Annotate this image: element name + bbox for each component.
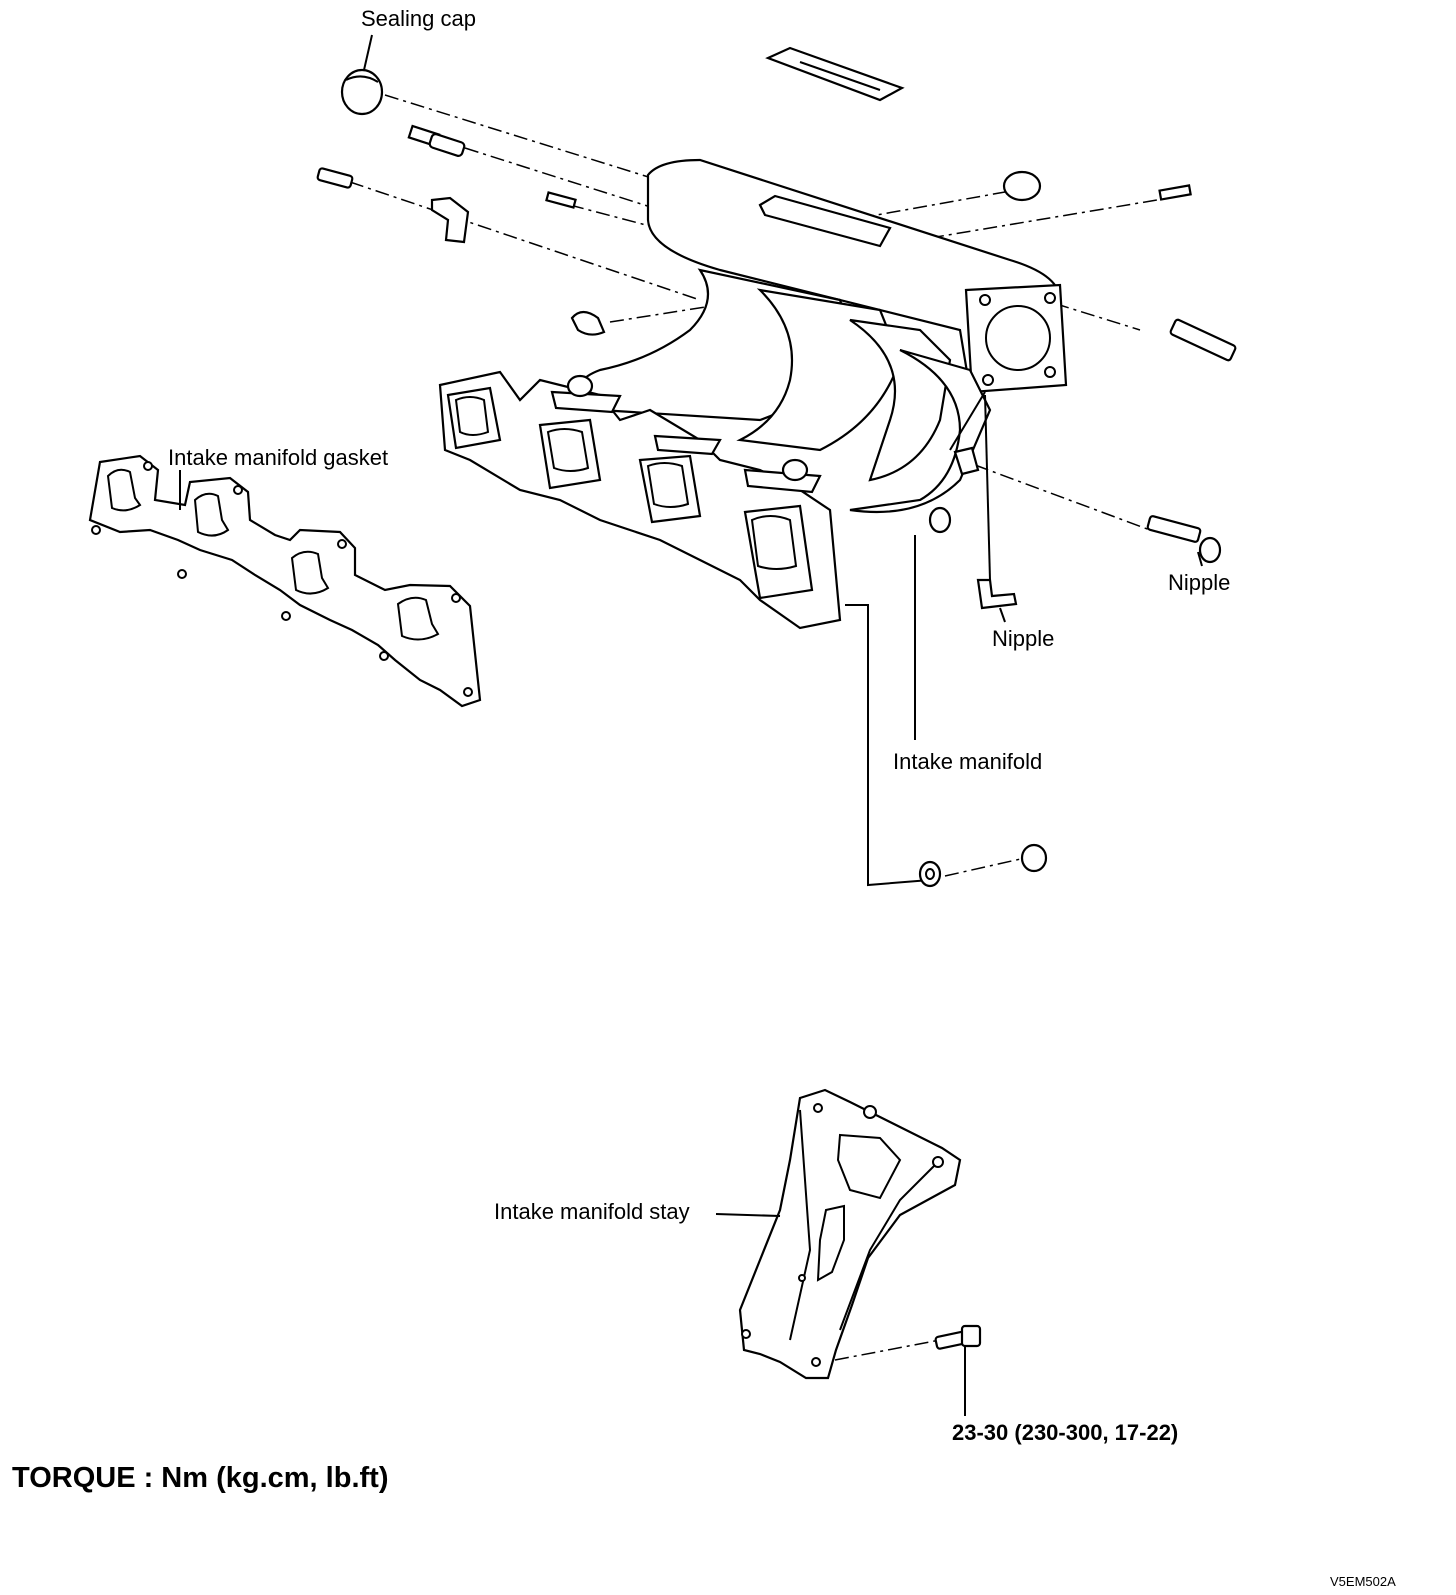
stud-right — [1169, 318, 1237, 362]
sealing-cap-label: Sealing cap — [361, 6, 476, 31]
washer-nut — [918, 860, 942, 888]
intake-manifold-body — [438, 158, 1068, 630]
gasket-label: Intake manifold gasket — [168, 445, 389, 470]
stay-leader — [715, 1213, 781, 1217]
stay-label: Intake manifold stay — [494, 1199, 690, 1224]
hose-clip — [570, 310, 606, 336]
nipple-right-label: Nipple — [1168, 570, 1231, 595]
intake-manifold-stay — [738, 1088, 962, 1380]
stud-upper-right — [1158, 184, 1192, 201]
nipple-center-leader-2 — [999, 607, 1006, 623]
sensor-upper-right — [1002, 170, 1042, 202]
nipple-center-label: Nipple — [992, 626, 1055, 651]
pin — [545, 191, 577, 209]
bolt-torque-value: 23-30 (230-300, 17-22) — [952, 1420, 1179, 1445]
bolt-upper-left — [316, 167, 354, 189]
nipple-center — [976, 578, 1018, 610]
sealing-cap — [340, 34, 384, 116]
sensor-upper-left — [407, 124, 466, 157]
nipple-right-leader — [1197, 551, 1203, 567]
nipple-center-leader — [984, 394, 991, 581]
nut-lower — [1020, 843, 1048, 873]
intake-manifold-label: Intake manifold — [893, 749, 1043, 774]
torque-unit-note: TORQUE : Nm (kg.cm, lb.ft) — [12, 1462, 389, 1494]
stay-bolt — [934, 1324, 982, 1350]
bracket-small — [430, 196, 470, 244]
cover-plate — [765, 46, 905, 102]
figure-code: V5EM502A — [1330, 1574, 1396, 1589]
intake-manifold-gasket — [88, 454, 482, 708]
nipple-right — [1146, 515, 1222, 564]
nut-leader — [845, 604, 931, 887]
